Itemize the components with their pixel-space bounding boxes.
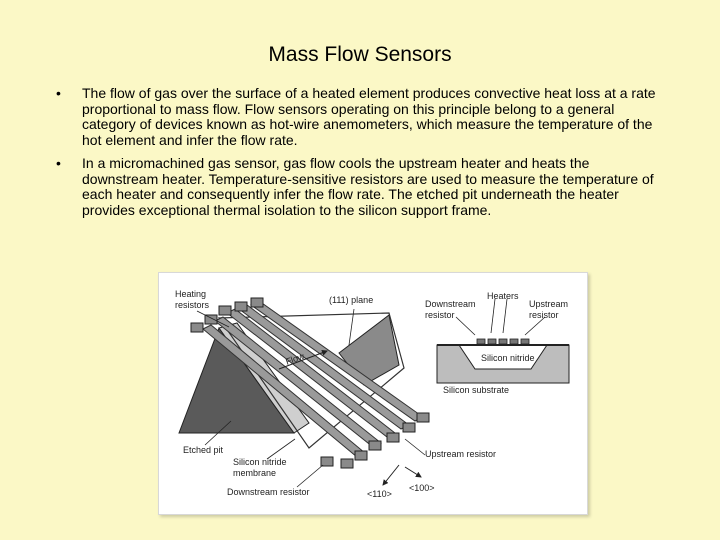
label-downstream-resistor-top-line1: Downstream: [425, 299, 476, 309]
bullet-list: • The flow of gas over the surface of a …: [56, 85, 656, 226]
label-upstream-resistor-top-line2: resistor: [529, 310, 559, 320]
label-heating-resistors-line2: resistors: [175, 300, 210, 310]
label-upstream-resistor-bottom: Upstream resistor: [425, 449, 496, 459]
heater-element: [476, 338, 486, 345]
heater-element: [509, 338, 519, 345]
bullet-text: In a micromachined gas sensor, gas flow …: [82, 155, 654, 218]
contact-pad: [204, 314, 218, 325]
sensor-diagram: Flow Heating resis: [158, 272, 588, 515]
contact-pad: [218, 305, 232, 316]
direction-arrow-110: [382, 464, 400, 486]
slide-title: Mass Flow Sensors: [268, 43, 452, 66]
label-silicon-nitride: Silicon nitride: [481, 353, 535, 363]
label-heaters: Heaters: [487, 291, 519, 301]
bullet-mark: •: [56, 155, 61, 171]
contact-pad: [250, 297, 264, 308]
leader-line: [404, 438, 426, 456]
heater-element: [487, 338, 497, 345]
label-dir-100: <100>: [409, 483, 435, 493]
leader-line: [196, 310, 230, 328]
label-silicon-substrate: Silicon substrate: [443, 385, 509, 395]
bullet-item: • In a micromachined gas sensor, gas flo…: [56, 155, 656, 218]
leader-line: [204, 420, 232, 446]
label-downstream-resistor-bottom: Downstream resistor: [227, 487, 310, 497]
membrane-outline: [217, 312, 405, 449]
label-etched-pit: Etched pit: [183, 445, 224, 455]
direction-arrow-100: [404, 466, 422, 478]
leader-line: [502, 298, 508, 334]
contact-pad: [340, 458, 354, 469]
leader-lines: [196, 298, 546, 488]
leader-line: [296, 464, 324, 488]
contact-pad: [234, 301, 248, 312]
contact-pad: [402, 422, 416, 433]
contact-pad: [368, 440, 382, 451]
contact-pad: [320, 456, 334, 467]
contact-pad: [416, 412, 430, 423]
sensor-diagram-svg: Flow Heating resis: [175, 289, 570, 499]
flow-arrow: [278, 349, 328, 370]
bullet-mark: •: [56, 85, 61, 101]
contact-pad: [190, 322, 204, 333]
contact-pad: [386, 432, 400, 443]
contact-pad: [354, 450, 368, 461]
label-plane-111: (111) plane: [329, 295, 373, 305]
label-dir-110: <110>: [367, 489, 392, 499]
heater-element: [498, 338, 508, 345]
leader-line: [524, 316, 546, 336]
heater-element: [520, 338, 530, 345]
leader-line: [490, 298, 496, 334]
label-upstream-resistor-top-line1: Upstream: [529, 299, 568, 309]
label-downstream-resistor-top-line2: resistor: [425, 310, 455, 320]
leader-line: [455, 316, 476, 336]
leader-line: [348, 308, 355, 346]
leader-line: [266, 438, 296, 460]
contact-pads: [190, 297, 430, 469]
label-silicon-nitride-membrane-line2: membrane: [233, 468, 276, 478]
bullet-text: The flow of gas over the surface of a he…: [82, 85, 656, 148]
bullet-item: • The flow of gas over the surface of a …: [56, 85, 656, 148]
cross-section-heaters: [476, 338, 530, 345]
label-silicon-nitride-membrane-line1: Silicon nitride: [233, 457, 287, 467]
label-heating-resistors-line1: Heating: [175, 289, 206, 299]
plane-111-wall: [338, 314, 400, 386]
